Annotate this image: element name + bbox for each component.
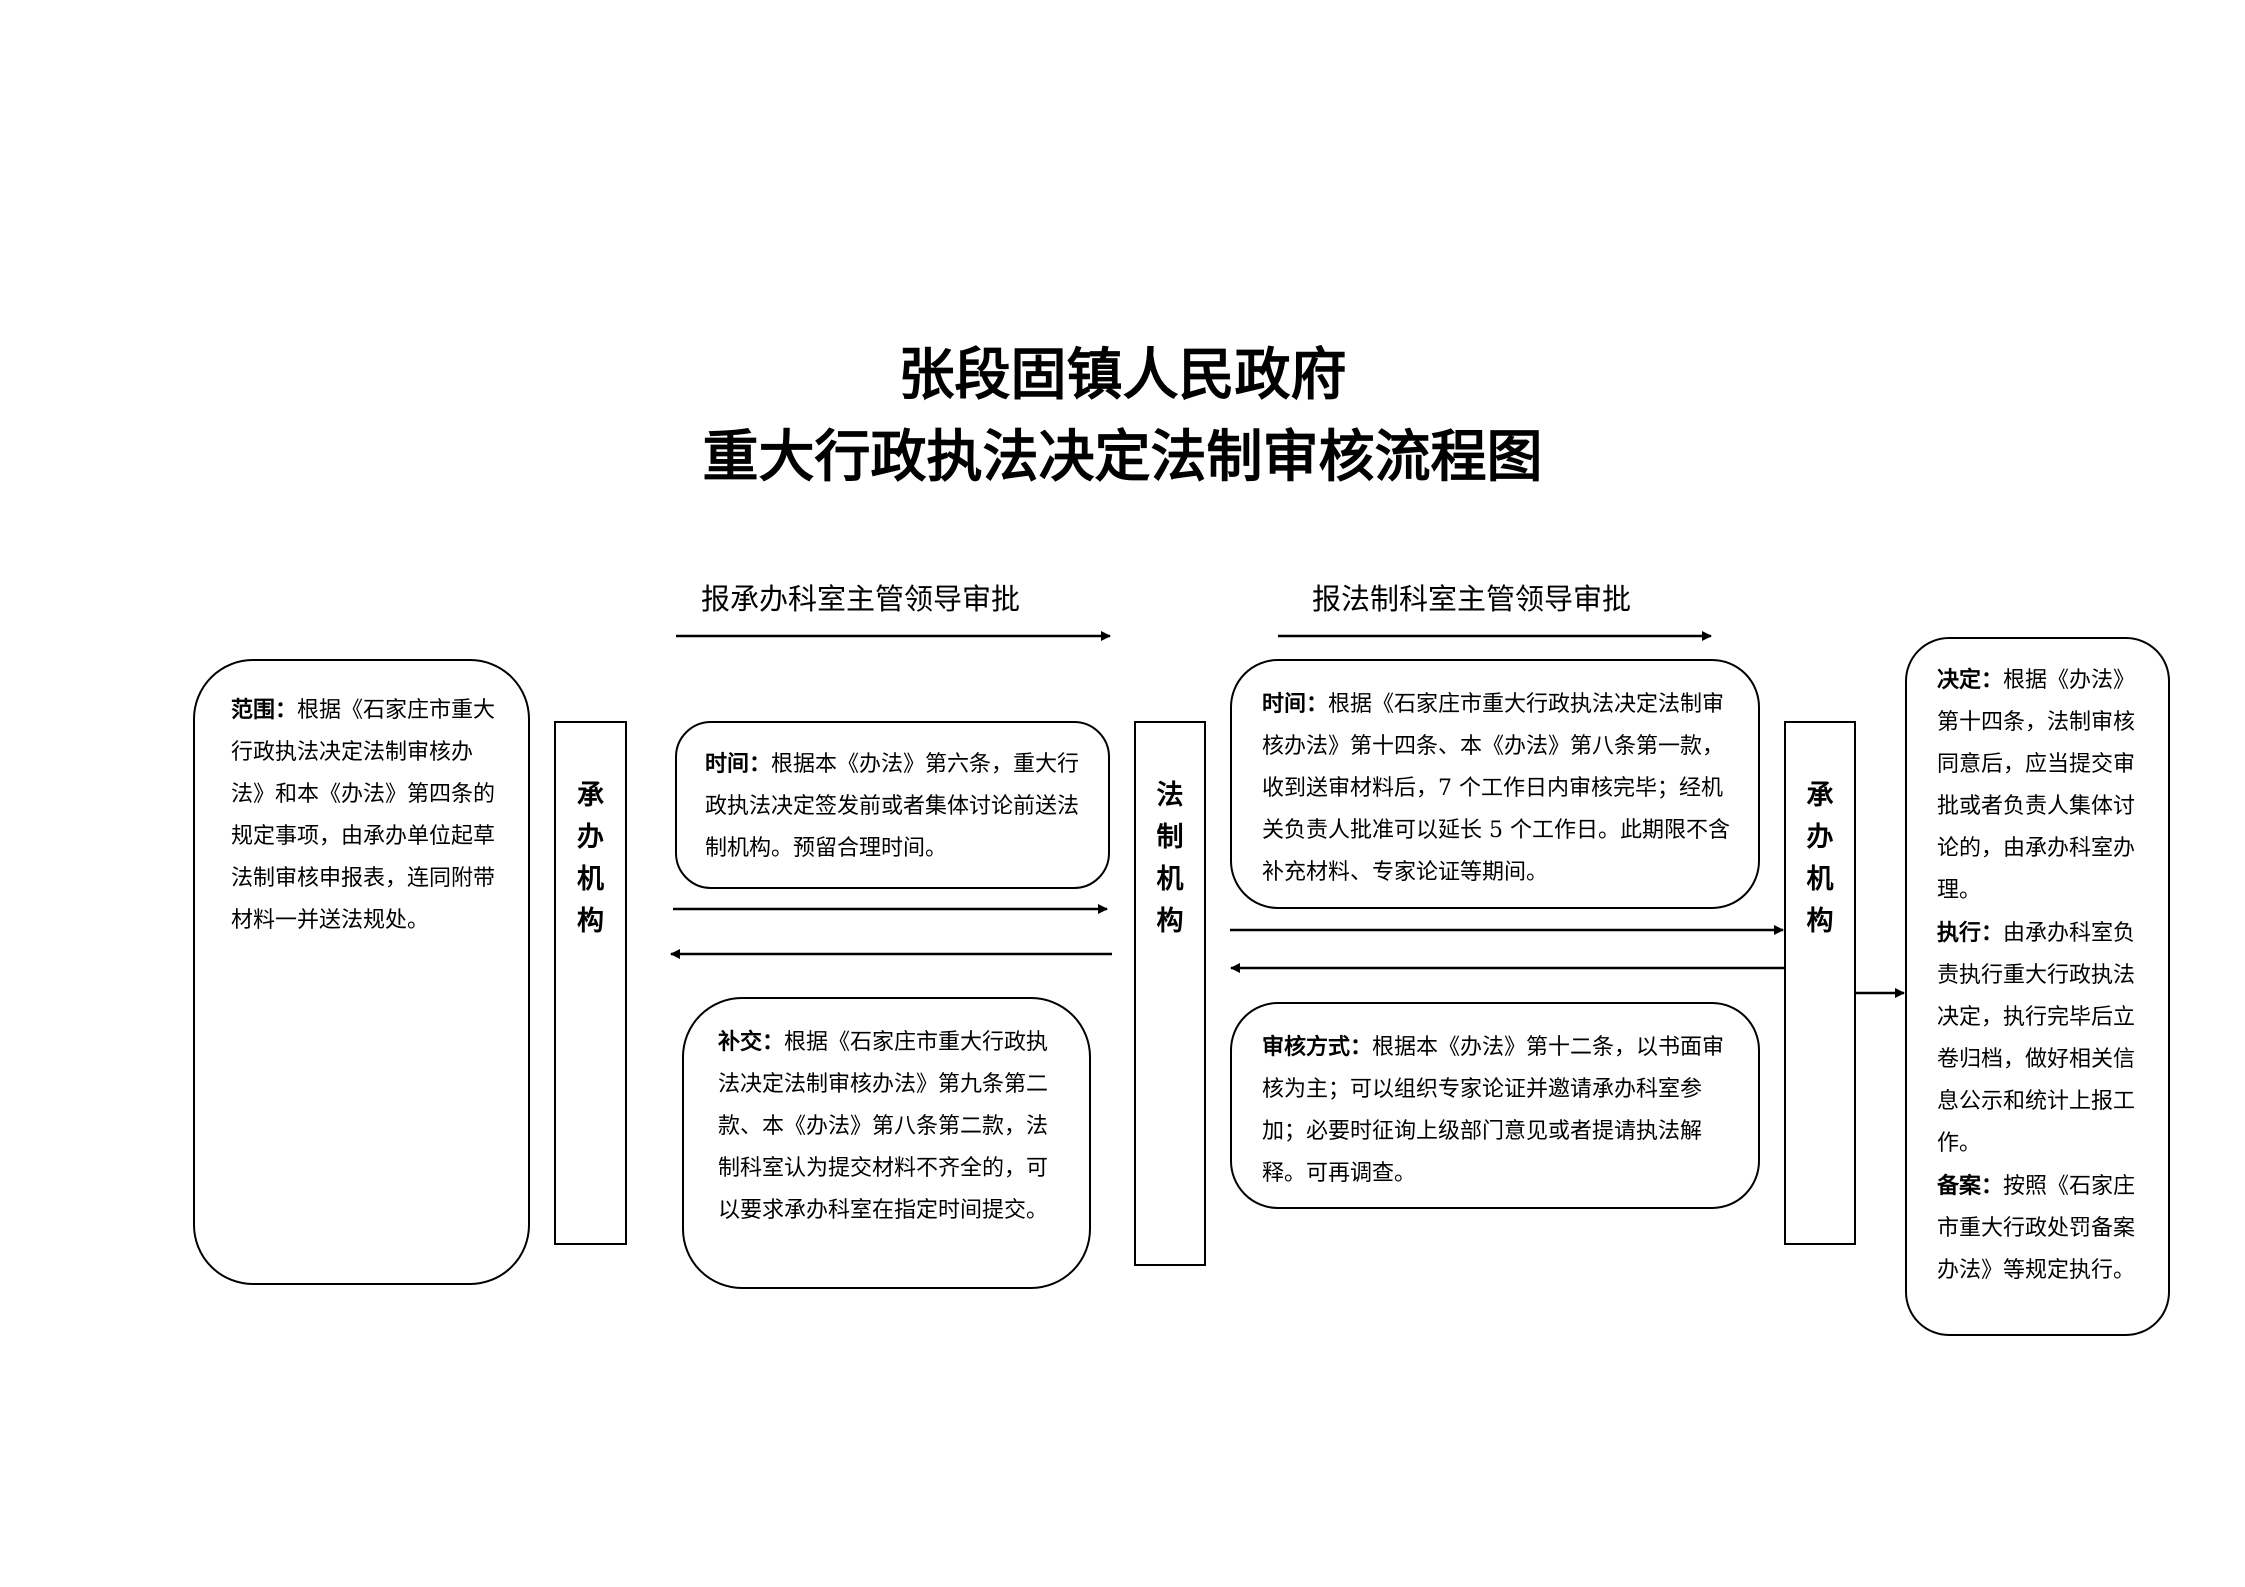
scope-box: 范围：根据《石家庄市重大行政执法决定法制审核办法》和本《办法》第四条的规定事项，… (193, 659, 530, 1285)
exec-body: 由承办科室负责执行重大行政执法决定，执行完毕后立卷归档，做好相关信息公示和统计上… (1937, 921, 2136, 1156)
final-box: 决定：根据《办法》第十四条，法制审核同意后，应当提交审批或者负责人集体讨论的，由… (1905, 637, 2170, 1336)
undertaking-unit-right: 承办机构 (1784, 721, 1856, 1245)
char: 机 (577, 864, 604, 895)
supplement-body: 根据《石家庄市重大行政执法决定法制审核办法》第九条第二款、本《办法》第八条第二款… (718, 1030, 1049, 1223)
char: 构 (577, 906, 604, 937)
title-line1: 张段固镇人民政府 (898, 342, 1347, 408)
exec-head: 执行： (1937, 920, 2004, 946)
review-head: 审核方式： (1262, 1034, 1373, 1060)
char: 办 (1806, 822, 1834, 853)
file-body: 按照《石家庄市重大行政处罚备案办法》等规定执行。 (1937, 1174, 2136, 1283)
time1-head: 时间： (705, 751, 772, 777)
label-submit-undertaking-leader: 报承办科室主管领导审批 (701, 582, 1021, 616)
time1-body: 根据本《办法》第六条，重大行政执法决定签发前或者集体讨论前送法制机构。预留合理时… (705, 752, 1080, 861)
scope-body: 根据《石家庄市重大行政执法决定法制审核办法》和本《办法》第四条的规定事项，由承办… (231, 698, 496, 933)
time1-box: 时间：根据本《办法》第六条，重大行政执法决定签发前或者集体讨论前送法制机构。预留… (675, 721, 1110, 889)
title-line2: 重大行政执法决定法制审核流程图 (702, 424, 1543, 490)
legal-unit: 法制机构 (1134, 721, 1206, 1266)
supplement-head: 补交： (718, 1029, 785, 1055)
time2-body: 根据《石家庄市重大行政执法决定法制审核办法》第十四条、本《办法》第八条第一款，收… (1262, 692, 1730, 885)
char: 构 (1806, 906, 1834, 937)
review-method-box: 审核方式：根据本《办法》第十二条，以书面审核为主；可以组织专家论证并邀请承办科室… (1230, 1002, 1760, 1209)
char: 承 (1806, 780, 1834, 811)
decide-body: 根据《办法》第十四条，法制审核同意后，应当提交审批或者负责人集体讨论的，由承办科… (1937, 668, 2136, 903)
supplement-box: 补交：根据《石家庄市重大行政执法决定法制审核办法》第九条第二款、本《办法》第八条… (682, 997, 1091, 1289)
char: 制 (1156, 822, 1184, 853)
time2-box: 时间：根据《石家庄市重大行政执法决定法制审核办法》第十四条、本《办法》第八条第一… (1230, 659, 1760, 909)
char: 机 (1806, 864, 1834, 895)
char: 机 (1156, 864, 1184, 895)
undertaking-unit-left: 承办机构 (554, 721, 627, 1245)
decide-head: 决定： (1937, 667, 2004, 693)
file-head: 备案： (1937, 1173, 2004, 1199)
char: 法 (1156, 780, 1184, 811)
char: 构 (1156, 906, 1184, 937)
review-body: 根据本《办法》第十二条，以书面审核为主；可以组织专家论证并邀请承办科室参加；必要… (1262, 1035, 1725, 1186)
label-submit-legal-leader: 报法制科室主管领导审批 (1312, 582, 1632, 616)
scope-head: 范围： (231, 697, 298, 723)
time2-head: 时间： (1262, 691, 1329, 717)
char: 承 (577, 780, 604, 811)
char: 办 (577, 822, 604, 853)
